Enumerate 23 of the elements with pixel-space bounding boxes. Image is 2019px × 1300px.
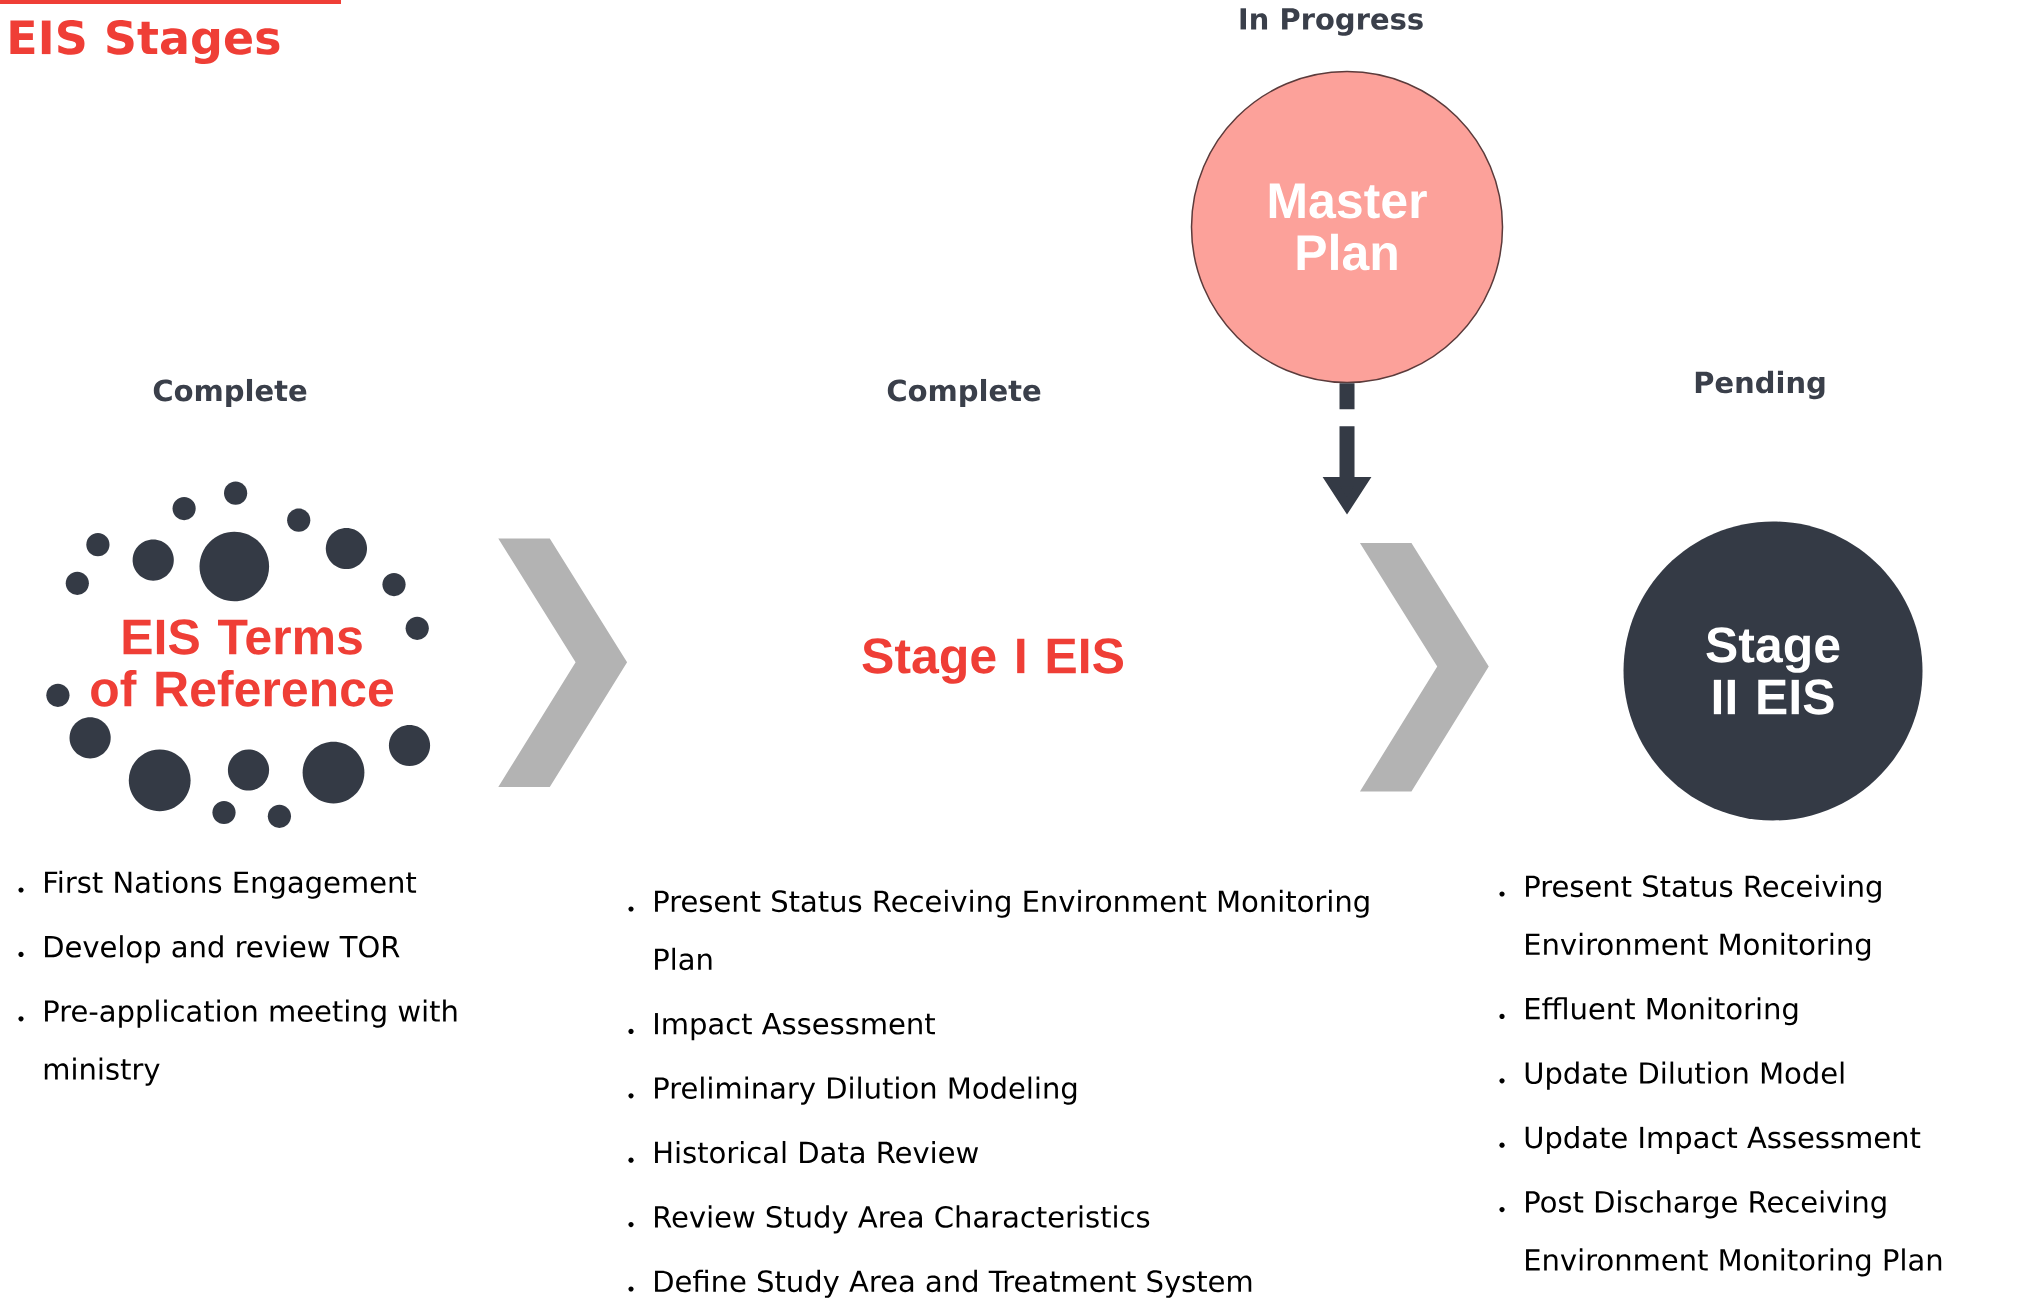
title: EIS Stages bbox=[10, 19, 280, 65]
stage-label: Stage I EIS bbox=[862, 638, 1123, 684]
chevron-arrow bbox=[1359, 542, 1489, 792]
bullet-item: Update Impact Assessment bbox=[1525, 1125, 1921, 1155]
status-label: In Progress bbox=[1240, 8, 1423, 36]
status-label: Complete bbox=[887, 378, 1041, 408]
bullet-item: Impact Assessment bbox=[655, 1013, 935, 1041]
bullet-item: Post Discharge Receiving Environment Monitoring Plan bbox=[1526, 1190, 1942, 1277]
bullet-item: Historical Data Review bbox=[655, 1140, 978, 1164]
status-label: Pending bbox=[1695, 370, 1825, 400]
bullet-item: First Nations Engagement bbox=[45, 870, 417, 899]
bullet-item: Present Status Receiving Environment Monitoring Plan bbox=[655, 889, 1369, 971]
bullet-item: Review Study Area Characteristics bbox=[655, 1205, 1150, 1234]
bullet-item: Effluent Monitoring bbox=[1526, 997, 1798, 1026]
bullet-item: Update Dilution Model bbox=[1525, 1061, 1844, 1090]
bullet-item: Pre-application meeting with ministry bbox=[44, 999, 457, 1086]
bullet-item: Develop and review TOR bbox=[45, 935, 400, 964]
bullet-item: Define Study Area and Treatment System bbox=[655, 1269, 1252, 1298]
bullet-item: Present Status Receiving Environment Monitoring bbox=[1526, 874, 1881, 961]
chevron-arrow bbox=[498, 538, 628, 788]
stage-label: EIS Terms of Reference bbox=[91, 619, 394, 707]
status-label: Complete bbox=[153, 378, 307, 408]
bullet-item: Preliminary Dilution Modeling bbox=[655, 1076, 1077, 1105]
